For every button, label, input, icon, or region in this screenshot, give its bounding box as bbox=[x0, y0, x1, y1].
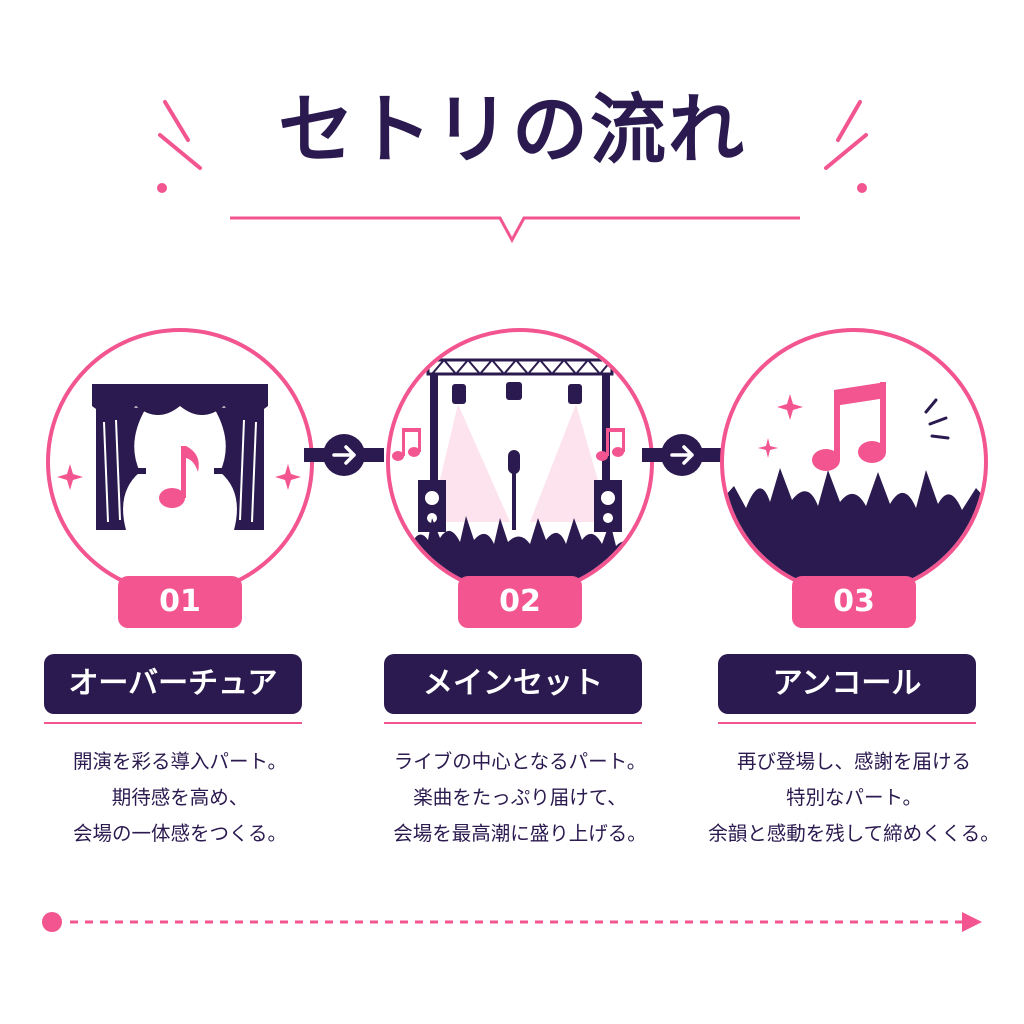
description-line: 余韻と感動を残して締めくくる。 bbox=[708, 822, 1000, 845]
arrow-right-icon bbox=[304, 434, 384, 476]
step-name-underline bbox=[384, 722, 642, 724]
step-name-badge: メインセット bbox=[384, 654, 642, 714]
arrow-right-icon bbox=[642, 434, 722, 476]
description-line: 会場を最高潮に盛り上げる。 bbox=[393, 822, 647, 845]
step-number-badge: 01 bbox=[118, 576, 242, 628]
step-name-underline bbox=[44, 722, 302, 724]
step-name-badge: アンコール bbox=[718, 654, 976, 714]
step-description: ライブの中心となるパート。 楽曲をたっぷり届けて、 会場を最高潮に盛り上げる。 bbox=[330, 744, 710, 852]
description-line: 特別なパート。 bbox=[785, 786, 923, 809]
step-encore: 03 アンコール 再び登場し、感謝を届ける 特別なパート。 余韻と感動を残して締… bbox=[704, 312, 1004, 872]
step-number-badge: 03 bbox=[792, 576, 916, 628]
description-line: ライブの中心となるパート。 bbox=[393, 750, 647, 773]
description-line: 期待感を高め、 bbox=[111, 786, 249, 809]
description-line: 開演を彩る導入パート。 bbox=[72, 750, 288, 773]
crowd-icon bbox=[720, 328, 988, 596]
stage-icon bbox=[386, 328, 654, 596]
step-description: 再び登場し、感謝を届ける 特別なパート。 余韻と感動を残して締めくくる。 bbox=[664, 744, 1024, 852]
step-overture: 01 オーバーチュア 開演を彩る導入パート。 期待感を高め、 会場の一体感をつく… bbox=[30, 312, 330, 872]
page-title: セトリの流れ bbox=[278, 85, 746, 174]
step-name-badge: オーバーチュア bbox=[44, 654, 302, 714]
title-decoration bbox=[157, 100, 868, 244]
step-name-underline bbox=[718, 722, 976, 724]
description-line: 再び登場し、感謝を届ける bbox=[736, 750, 971, 773]
step-number-badge: 02 bbox=[458, 576, 582, 628]
description-line: 会場の一体感をつくる。 bbox=[72, 822, 288, 845]
curtain-icon bbox=[46, 328, 314, 596]
description-line: 楽曲をたっぷり届けて、 bbox=[413, 786, 627, 809]
step-main-set: 02 メインセット ライブの中心となるパート。 楽曲をたっぷり届けて、 会場を最… bbox=[370, 312, 670, 872]
step-description: 開演を彩る導入パート。 期待感を高め、 会場の一体感をつくる。 bbox=[0, 744, 370, 852]
